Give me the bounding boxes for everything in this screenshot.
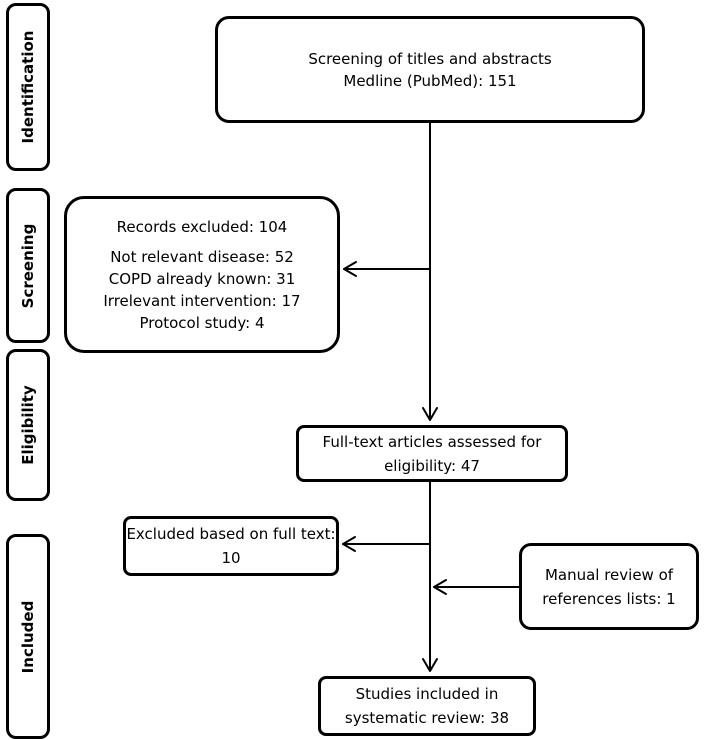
records-excluded-item: Irrelevant intervention: 17 xyxy=(103,291,301,310)
stage-screening: Screening xyxy=(6,188,50,343)
stage-identification: Identification xyxy=(6,3,50,171)
records-excluded-item: Protocol study: 4 xyxy=(139,313,265,332)
stage-eligibility: Eligibility xyxy=(6,349,50,501)
arrowhead-to-included xyxy=(422,658,438,672)
arrowhead-to-fulltext xyxy=(422,407,438,421)
fulltext-assessed-box: Full-text articles assessed for eligibil… xyxy=(296,425,568,482)
stage-included: Included xyxy=(6,534,50,739)
manual-review-line: references lists: 1 xyxy=(542,589,676,608)
identification-box: Screening of titles and abstracts Medlin… xyxy=(215,16,645,123)
studies-included-box: Studies included in systematic review: 3… xyxy=(318,676,536,736)
studies-included-line: systematic review: 38 xyxy=(344,709,510,727)
identification-line: Screening of titles and abstracts xyxy=(308,49,552,68)
studies-included-line: Studies included in xyxy=(355,685,499,703)
excluded-fulltext-line: Excluded based on full text: xyxy=(126,525,336,543)
records-excluded-item: COPD already known: 31 xyxy=(108,269,296,288)
records-excluded-item: Not relevant disease: 52 xyxy=(110,247,294,266)
manual-review-line: Manual review of xyxy=(544,565,674,584)
arrowhead-into-trunk xyxy=(433,579,447,595)
excluded-fulltext-box: Excluded based on full text: 10 xyxy=(123,516,339,576)
fulltext-assessed-line: Full-text articles assessed for xyxy=(322,432,542,451)
arrowhead-to-excluded-fulltext xyxy=(342,536,356,552)
fulltext-assessed-line: eligibility: 47 xyxy=(384,456,480,475)
manual-review-box: Manual review of references lists: 1 xyxy=(519,543,699,630)
records-excluded-box: Records excluded: 104 Not relevant disea… xyxy=(64,196,340,353)
identification-line: Medline (PubMed): 151 xyxy=(343,71,517,90)
excluded-fulltext-line: 10 xyxy=(221,549,241,567)
records-excluded-title: Records excluded: 104 xyxy=(116,217,288,236)
arrowhead-to-records-excluded xyxy=(343,261,357,277)
